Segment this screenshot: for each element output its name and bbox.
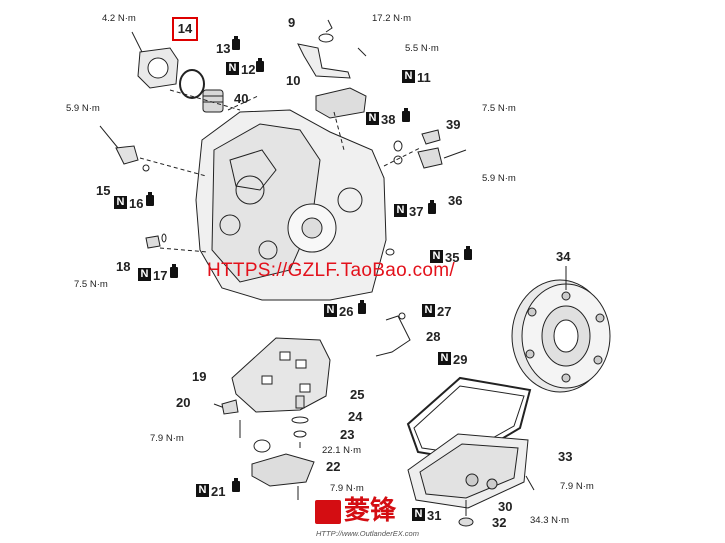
callout-40: 40 [234, 91, 249, 106]
bottle-icon [232, 36, 240, 50]
callout-34: 34 [556, 249, 571, 264]
callout-n11: 11 [417, 70, 431, 85]
callout-18: 18 [116, 259, 131, 274]
callout-10: 10 [286, 73, 301, 88]
torque-label: 5.5 N·m [405, 43, 439, 54]
callout-n21: 21 [211, 484, 226, 499]
n-marker: N [438, 352, 451, 365]
bottle-icon [146, 192, 154, 206]
callout-n17: 17 [153, 268, 168, 283]
callout-9: 9 [288, 15, 296, 30]
callout-23: 23 [340, 427, 355, 442]
brand-logo: 菱锋 [344, 495, 397, 525]
watermark-text: HTTPS://GZLF.TaoBao.com/ [207, 260, 455, 281]
callout-13: 13 [216, 41, 231, 56]
part-13-oring [179, 69, 205, 99]
bottle-icon [256, 58, 264, 72]
callout-n35: 35 [445, 250, 460, 265]
torque-label: 5.9 N·m [482, 173, 516, 184]
callout-25: 25 [350, 387, 365, 402]
part-20-clip [221, 399, 239, 415]
torque-label: 7.5 N·m [482, 103, 516, 114]
callout-15: 15 [96, 183, 111, 198]
torque-label: 7.9 N·m [150, 433, 184, 444]
n-marker: N [402, 70, 415, 83]
n-marker: N [138, 268, 151, 281]
part-10-bracket [297, 43, 351, 79]
callout-n16: 16 [129, 196, 144, 211]
callout-n27: 27 [437, 304, 452, 319]
n-marker: N [412, 508, 425, 521]
part-18-plug [145, 235, 161, 249]
callout-28: 28 [426, 329, 441, 344]
part-15-sensor [115, 145, 139, 165]
callout-n37: 37 [409, 204, 424, 219]
callout-30: 30 [498, 499, 513, 514]
callout-32: 32 [492, 515, 507, 530]
n-marker: N [114, 196, 127, 209]
callout-n29: 29 [453, 352, 468, 367]
brand-logo-mark [315, 500, 341, 524]
torque-label: 34.3 N·m [530, 515, 570, 526]
callout-n31: 31 [427, 508, 442, 523]
part-36-sensor [417, 147, 443, 169]
part-28-connector [375, 315, 411, 357]
bottle-icon [464, 246, 472, 260]
part-39-sensor [421, 129, 441, 145]
torque-label: 7.9 N·m [560, 481, 594, 492]
part-19-valve-body [231, 337, 331, 413]
part-29-gasket [406, 376, 532, 462]
callout-14-highlighted: 14 [172, 17, 198, 41]
torque-label: 4.2 N·m [102, 13, 136, 24]
callout-24: 24 [348, 409, 363, 424]
bottle-icon [232, 478, 240, 492]
part-34-torque-converter [511, 279, 611, 393]
callout-20: 20 [176, 395, 191, 410]
bottle-icon [170, 264, 178, 278]
n-marker: N [394, 204, 407, 217]
callout-22: 22 [326, 459, 341, 474]
callout-36: 36 [448, 193, 463, 208]
n-marker: N [430, 250, 443, 263]
part-11-solenoid [315, 87, 367, 119]
torque-label: 5.9 N·m [66, 103, 100, 114]
torque-label: 7.9 N·m [330, 483, 364, 494]
n-marker: N [366, 112, 379, 125]
callout-n26: 26 [339, 304, 354, 319]
n-marker: N [226, 62, 239, 75]
torque-label: 7.5 N·m [74, 279, 108, 290]
part-12-filter [202, 89, 224, 113]
bottle-icon [358, 300, 366, 314]
n-marker: N [422, 304, 435, 317]
part-22-strainer [251, 453, 315, 487]
callout-n38: 38 [381, 112, 396, 127]
callout-33: 33 [558, 449, 573, 464]
bottle-icon [428, 200, 436, 214]
callout-n12: 12 [241, 62, 256, 77]
n-marker: N [196, 484, 209, 497]
logo-url: HTTP://www.OutlanderEX.com [316, 529, 419, 538]
callout-19: 19 [192, 369, 207, 384]
torque-label: 22.1 N·m [322, 445, 362, 456]
n-marker: N [324, 304, 337, 317]
bottle-icon [402, 108, 410, 122]
torque-label: 17.2 N·m [372, 13, 412, 24]
callout-39: 39 [446, 117, 461, 132]
